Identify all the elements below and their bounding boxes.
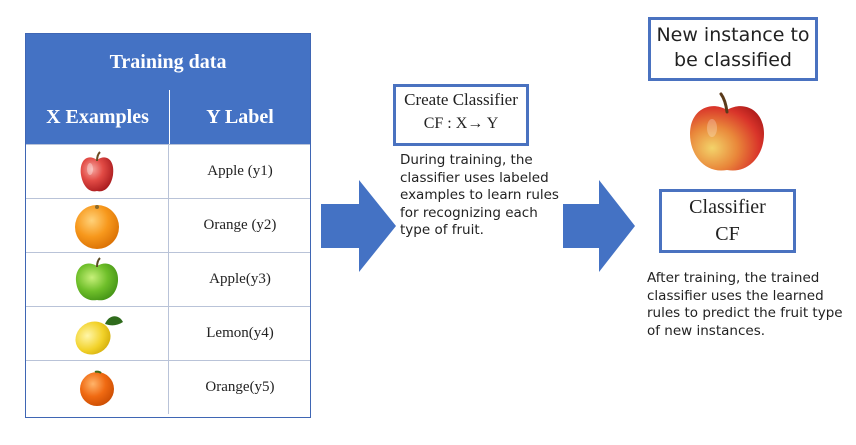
table-cell-example (26, 253, 169, 306)
column-header-y: Y Label (206, 105, 274, 128)
orange-icon (80, 370, 114, 406)
lemon-icon (75, 315, 123, 355)
table-cell-example (26, 361, 169, 414)
classifier-formula: CF : X→ Y (423, 115, 499, 132)
table-row: Apple(y3) (26, 252, 310, 306)
table-cell-example (26, 145, 169, 198)
training-table-title: Training data (26, 34, 310, 91)
table-row: Orange (y2) (26, 198, 310, 252)
table-cell-example (26, 307, 169, 360)
green-apple-icon (75, 256, 119, 300)
apple-icon (80, 150, 114, 191)
prediction-caption: After training, the trained classifier u… (647, 270, 843, 339)
new-instance-box: New instance to be classified (648, 17, 818, 81)
table-cell-label: Orange(y5) (205, 379, 275, 395)
training-caption: During training, the classifier uses lab… (400, 152, 559, 238)
table-row: Lemon(y4) (26, 306, 310, 360)
apple-icon (690, 92, 764, 171)
create-classifier-title: Create Classifier (404, 90, 518, 109)
table-cell-example (26, 199, 169, 252)
new-instance-title: New instance to be classified (656, 24, 810, 71)
table-row: Orange(y5) (26, 360, 310, 414)
create-classifier-box: Create Classifier CF : X→ Y (393, 84, 529, 146)
table-row: Apple (y1) (26, 144, 310, 198)
classifier-symbol: CF (715, 223, 740, 245)
column-header-x: X Examples (26, 90, 170, 144)
table-cell-label: Apple (y1) (207, 163, 273, 179)
training-table-header: X Examples Y Label (26, 90, 310, 144)
table-cell-label: Lemon(y4) (206, 325, 274, 341)
classifier-box: Classifier CF (659, 189, 796, 253)
arrow-icon (563, 180, 635, 272)
training-table: Training data X Examples Y Label Apple (… (25, 33, 311, 418)
orange-icon (75, 204, 119, 249)
table-cell-label: Orange (y2) (203, 217, 277, 233)
table-cell-label: Apple(y3) (209, 271, 271, 287)
arrow-icon (321, 180, 396, 272)
classifier-title: Classifier (689, 196, 766, 218)
